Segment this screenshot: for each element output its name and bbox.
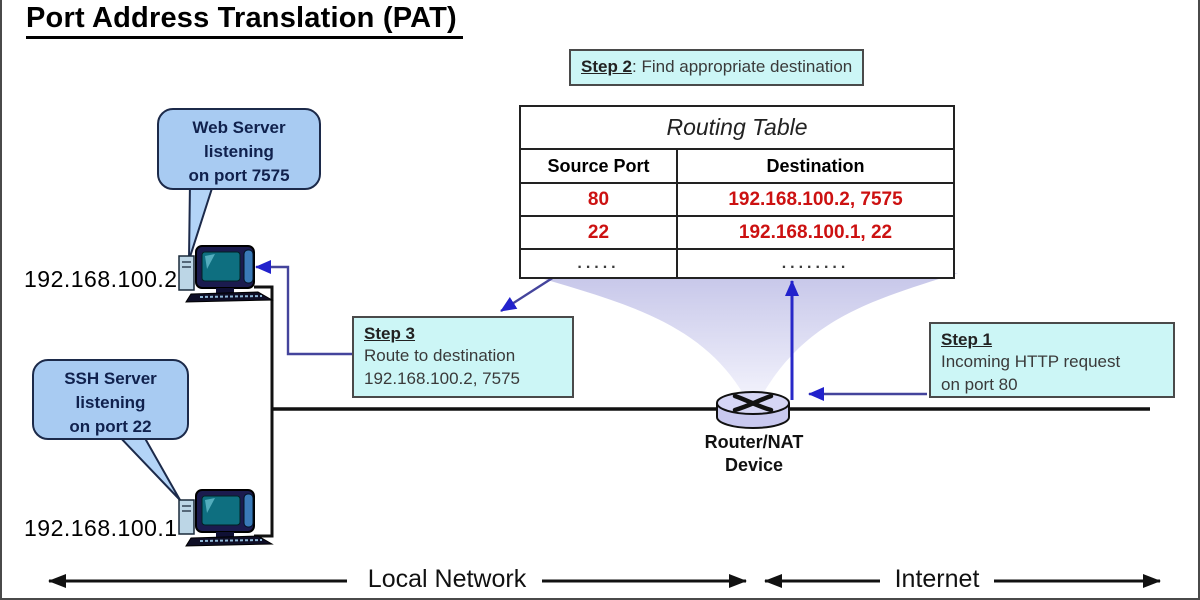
step1-box: Step 1 Incoming HTTP request on port 80	[929, 322, 1175, 398]
ssh-bubble-tail	[113, 432, 181, 501]
cell-source-port: 22	[521, 217, 678, 248]
zone-label-internet: Internet	[894, 565, 980, 593]
step2-label: Step 2	[581, 57, 633, 77]
routing-table-header-row: Source Port Destination	[521, 150, 953, 184]
router-label-line1: Router/NAT	[704, 432, 804, 452]
col-source-port: Source Port	[521, 150, 678, 182]
ssh-bubble-line2: listening	[75, 393, 146, 413]
step1-line1: Incoming HTTP request	[941, 352, 1121, 372]
router-device-label: Router/NAT Device	[678, 431, 830, 476]
routing-table-title: Routing Table	[521, 107, 953, 150]
cell-destination: 192.168.100.2, 7575	[728, 188, 903, 210]
col-destination: Destination	[766, 155, 865, 176]
step3-box: Step 3 Route to destination 192.168.100.…	[352, 316, 574, 398]
step1-label: Step 1	[941, 330, 993, 349]
ssh-bubble-line3: on port 22	[69, 417, 152, 437]
router-icon	[716, 391, 790, 429]
hosts-connector-line	[254, 285, 274, 538]
ssh-server-bubble: SSH Server listening on port 22	[32, 359, 189, 440]
step3-line2: 192.168.100.2, 7575	[364, 368, 520, 388]
ssh-server-computer-icon	[178, 489, 274, 547]
cell-source-port: 80	[521, 184, 678, 215]
web-bubble-line3: on port 7575	[188, 166, 290, 186]
nat-funnel-shape	[524, 273, 958, 392]
step1-line2: on port 80	[941, 374, 1018, 394]
web-bubble-line2: listening	[204, 142, 274, 162]
ssh-host-ip-label: 192.168.100.1	[24, 515, 178, 541]
step3-line1: Route to destination	[364, 346, 516, 366]
cell-destination: 192.168.100.1, 22	[738, 221, 893, 243]
ssh-bubble-line1: SSH Server	[64, 369, 157, 388]
cell-destination: ........	[781, 254, 850, 272]
page-title: Port Address Translation (PAT)	[26, 2, 463, 39]
web-bubble-line1: Web Server	[192, 118, 286, 137]
web-server-computer-icon	[178, 245, 274, 303]
cell-source-port: .....	[521, 250, 678, 277]
routing-table: Routing Table Source Port Destination 80…	[519, 105, 955, 279]
table-to-step3-arrow	[500, 275, 555, 313]
step3-to-webserver-arrow	[255, 260, 352, 356]
table-row: ..... ........	[521, 250, 953, 277]
web-server-bubble: Web Server listening on port 7575	[157, 108, 321, 190]
router-label-line2: Device	[724, 454, 784, 475]
table-row: 22 192.168.100.1, 22	[521, 217, 953, 250]
step2-box: Step 2: Find appropriate destination	[569, 49, 865, 86]
zone-label-local-network: Local Network	[367, 565, 527, 593]
step2-text: : Find appropriate destination	[632, 57, 853, 77]
step3-label: Step 3	[364, 324, 416, 343]
table-row: 80 192.168.100.2, 7575	[521, 184, 953, 217]
web-host-ip-label: 192.168.100.2	[24, 266, 178, 292]
